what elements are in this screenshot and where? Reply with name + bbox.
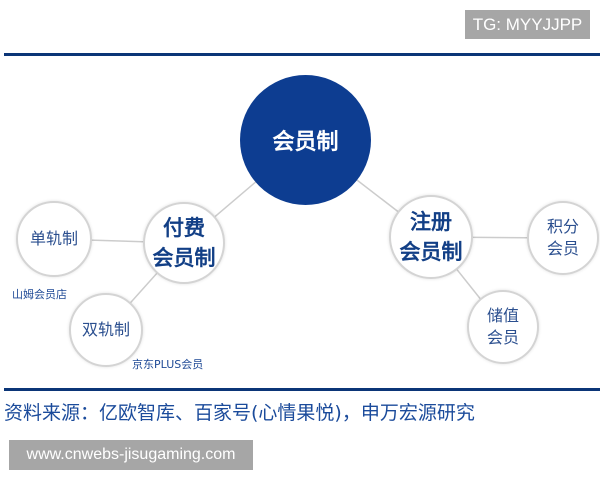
node-dual-track-label: 双轨制: [81, 320, 130, 339]
node-stored-value-line2: 会员: [486, 328, 519, 347]
node-paid-line1: 付费: [163, 216, 205, 240]
watermark-bottom: www.cnwebs-jisugaming.com: [9, 440, 253, 470]
bottom-divider: [4, 388, 600, 391]
top-divider: [4, 53, 600, 56]
node-stored-value-line1: 储值: [486, 306, 519, 325]
node-stored-value-membership: 储值 会员: [467, 290, 539, 364]
watermark-top: TG: MYYJJPP: [465, 10, 590, 39]
node-single-track-label: 单轨制: [29, 229, 78, 248]
caption-sams-club: 山姆会员店: [12, 288, 67, 301]
node-registered-line1: 注册: [410, 210, 452, 234]
node-points-line2: 会员: [546, 239, 579, 258]
node-registered-membership: 注册 会员制: [389, 195, 473, 279]
node-single-track: 单轨制: [16, 201, 92, 277]
node-registered-line2: 会员制: [399, 240, 463, 264]
node-points-membership: 积分 会员: [527, 201, 599, 275]
node-points-line1: 积分: [546, 217, 579, 236]
root-node-label: 会员制: [272, 130, 339, 155]
source-note: 资料来源：亿欧智库、百家号(心情果悦)，申万宏源研究: [4, 402, 475, 424]
node-paid-membership: 付费 会员制: [143, 202, 225, 284]
caption-jd-plus: 京东PLUS会员: [132, 358, 204, 371]
root-node-membership: 会员制: [240, 75, 371, 205]
node-dual-track: 双轨制: [69, 293, 143, 367]
node-paid-line2: 会员制: [152, 246, 216, 270]
